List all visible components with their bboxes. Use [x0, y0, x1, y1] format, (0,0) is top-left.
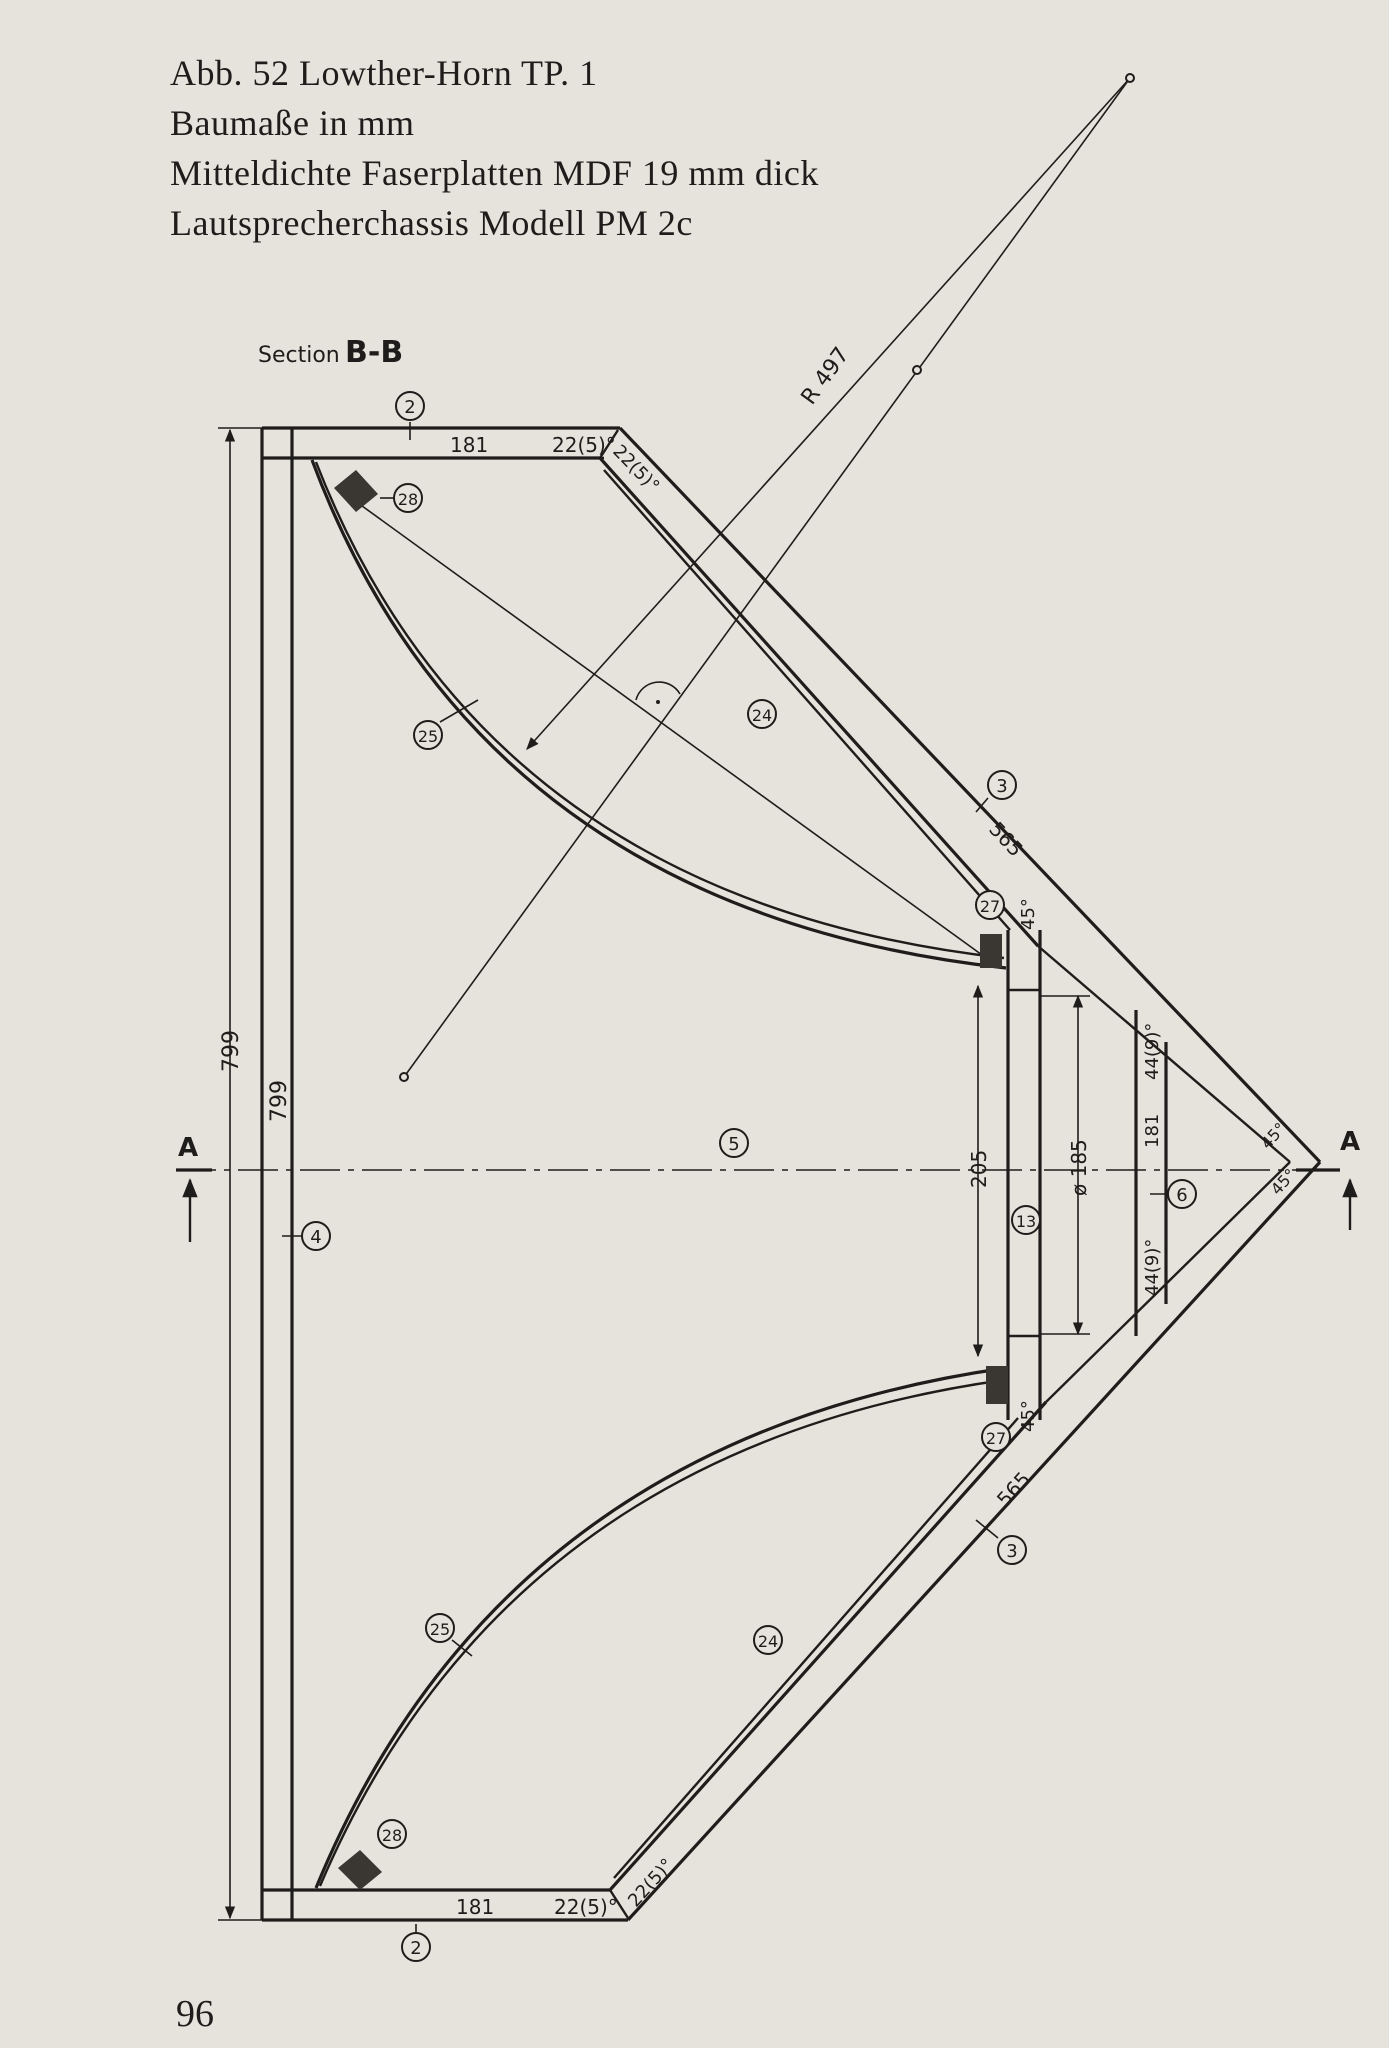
dim-angle-upper: 45° — [1018, 898, 1039, 930]
upper-horn-curve-outer — [310, 459, 1007, 970]
dim-chassis-diameter: ø 185 — [1067, 1139, 1091, 1196]
svg-text:24: 24 — [752, 706, 772, 725]
svg-text:3: 3 — [1006, 1541, 1017, 1562]
figure-caption: Abb. 52 Lowther-Horn TP. 1 Baumaße in mm… — [170, 48, 819, 248]
svg-text:28: 28 — [398, 490, 418, 509]
dim-bottom-panel: 181 — [456, 1895, 494, 1919]
svg-text:6: 6 — [1176, 1185, 1187, 1206]
part-callout-25-top: 25 — [413, 699, 479, 750]
lower-horn-curve-inner — [318, 1378, 1005, 1887]
svg-text:27: 27 — [980, 897, 1000, 916]
svg-text:4: 4 — [310, 1227, 321, 1248]
block-27-bottom — [986, 1366, 1008, 1404]
part-callout-3-top: 3 — [975, 770, 1017, 813]
caption-units: Baumaße in mm — [170, 103, 415, 143]
page-number: 96 — [176, 1993, 214, 2035]
radius-construction-line-a — [403, 77, 1131, 1078]
dim-diag-bottom: 565 — [992, 1467, 1035, 1511]
lower-diagonal-outer — [626, 1160, 1322, 1922]
part-callout-28-top: 28 — [380, 483, 423, 513]
caption-title: Abb. 52 Lowther-Horn TP. 1 — [170, 53, 598, 93]
svg-text:2: 2 — [410, 1938, 421, 1959]
part-callout-6: 6 — [1150, 1179, 1197, 1209]
section-marker-left: A — [178, 1133, 198, 1163]
lower-horn-wall — [613, 1417, 1019, 1879]
radius-label: R 497 — [797, 343, 855, 410]
right-angle-marker — [635, 681, 681, 701]
part-callout-24-bottom: 24 — [753, 1625, 783, 1655]
radius-construction-line-b — [526, 77, 1131, 750]
bottom-bevel-joint — [608, 1889, 630, 1919]
dim-opening: 205 — [967, 1150, 991, 1188]
part-callout-27-bottom: 27 — [981, 1422, 1011, 1452]
dim-front-panel: 181 — [1142, 1114, 1163, 1148]
radius-end-point — [399, 1072, 409, 1082]
upper-diagonal-outer — [618, 426, 1322, 1164]
part-callout-27-top: 27 — [975, 890, 1005, 920]
part-callout-25-bottom: 25 — [425, 1613, 473, 1657]
top-bevel-joint — [598, 429, 620, 459]
section-marker-right: A — [1340, 1127, 1360, 1157]
svg-text:25: 25 — [430, 1620, 450, 1639]
lower-horn-curve-outer — [314, 1366, 1007, 1889]
upper-diagonal-inner — [598, 456, 1040, 948]
dim-angle-lower: 45° — [1018, 1400, 1039, 1432]
dim-diag-top: 565 — [984, 817, 1028, 861]
section-title: Section — [258, 343, 340, 368]
dim-top-bevel-a: 22(5)° — [552, 433, 616, 457]
part-callout-2-top: 2 — [395, 391, 425, 440]
svg-text:2: 2 — [404, 397, 415, 418]
part-callout-3-bottom: 3 — [975, 1519, 1027, 1565]
radius-mid-point — [912, 365, 922, 375]
dim-top-panel: 181 — [450, 433, 488, 457]
upper-chord-line — [339, 489, 1001, 969]
part-callout-4: 4 — [282, 1221, 331, 1251]
lower-diagonal-inner — [608, 1400, 1048, 1892]
caption-chassis: Lautsprecherchassis Modell PM 2c — [170, 203, 693, 243]
dim-height-outer: 799 — [219, 1030, 244, 1072]
svg-text:25: 25 — [418, 727, 438, 746]
dim-front-upper: 44(9)° — [1142, 1023, 1163, 1080]
svg-text:28: 28 — [382, 1826, 402, 1845]
dim-front-lower: 44(9)° — [1142, 1239, 1163, 1296]
upper-horn-curve-inner — [314, 461, 1005, 960]
part-callout-24-top: 24 — [747, 699, 777, 729]
part-callout-2-bottom: 2 — [401, 1924, 431, 1962]
svg-text:3: 3 — [996, 776, 1007, 797]
svg-text:13: 13 — [1016, 1212, 1036, 1231]
radius-center-point — [1125, 73, 1135, 83]
block-28-top — [334, 470, 378, 512]
svg-text:27: 27 — [986, 1429, 1006, 1448]
part-callout-28-bottom: 28 — [377, 1819, 407, 1849]
block-27-top — [980, 934, 1002, 968]
dim-top-bevel-b: 22(5)° — [608, 441, 663, 497]
section-letters: B-B — [345, 335, 403, 370]
block-28-bottom — [338, 1850, 382, 1890]
dim-height-inner: 799 — [267, 1080, 292, 1122]
svg-text:24: 24 — [758, 1632, 778, 1651]
part-callout-13: 13 — [1011, 1205, 1041, 1235]
part-callout-5: 5 — [719, 1128, 749, 1158]
dim-bottom-bevel-a: 22(5)° — [554, 1895, 618, 1919]
svg-text:5: 5 — [728, 1134, 739, 1155]
upper-horn-wall — [603, 469, 1011, 931]
caption-material: Mitteldichte Faserplatten MDF 19 mm dick — [170, 153, 819, 193]
